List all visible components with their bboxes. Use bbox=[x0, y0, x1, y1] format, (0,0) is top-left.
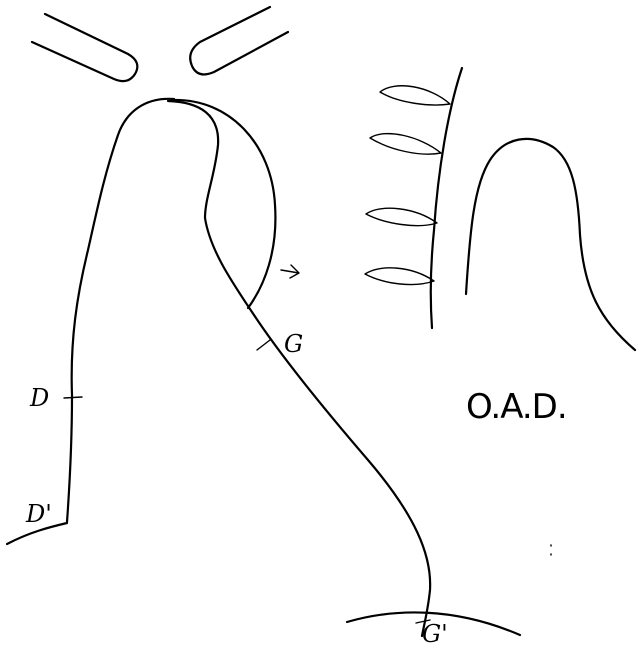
leaf-1 bbox=[380, 86, 450, 105]
leaf-4 bbox=[365, 268, 434, 285]
arch-shape bbox=[466, 139, 635, 350]
upper-right-bar bbox=[190, 7, 288, 74]
main-outline-right bbox=[168, 101, 430, 636]
label-d: D bbox=[29, 384, 49, 412]
leaf-2 bbox=[370, 134, 441, 155]
label-g-prime: G' bbox=[422, 620, 448, 648]
tick-g bbox=[257, 340, 270, 350]
diagram-title: O.A.D. bbox=[466, 387, 567, 427]
arrow-icon bbox=[281, 265, 299, 278]
label-d-prime: D' bbox=[25, 500, 52, 528]
inner-loop bbox=[172, 100, 275, 308]
main-outline-left bbox=[67, 99, 174, 522]
leaf-3 bbox=[366, 208, 437, 225]
upper-left-bar bbox=[32, 14, 137, 81]
stem-line bbox=[431, 68, 462, 328]
tick-d bbox=[64, 397, 82, 398]
label-g: G bbox=[284, 330, 303, 358]
